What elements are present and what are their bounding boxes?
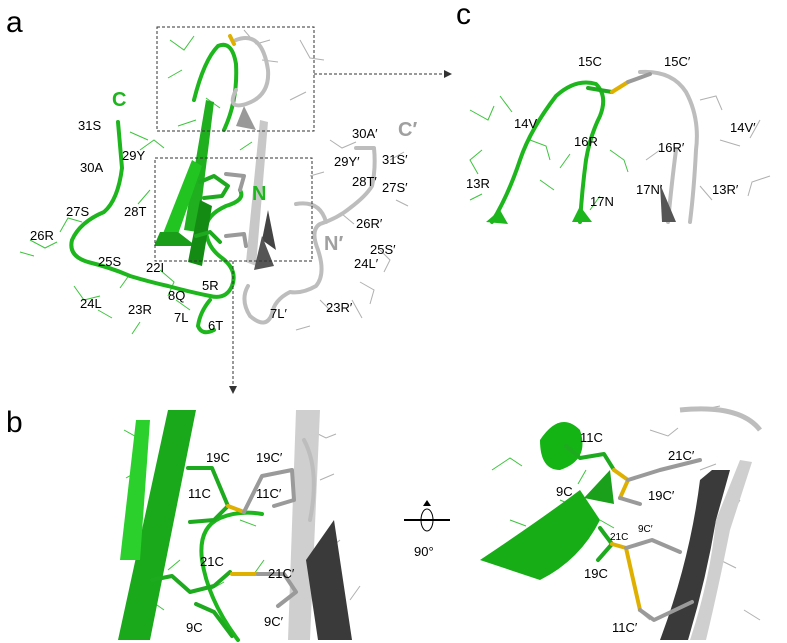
residue-label: 9C′ xyxy=(264,614,284,629)
residue-label: 19C′ xyxy=(648,488,675,503)
arrow-to-c-head xyxy=(444,70,452,78)
residue-label: 14V xyxy=(514,116,537,131)
gray-beta-strand-1 xyxy=(246,120,268,266)
residue-label: 26R′ xyxy=(356,216,383,231)
residue-label: 11C xyxy=(580,430,603,445)
residue-label: 14V′ xyxy=(730,120,756,135)
residue-label: 21C xyxy=(200,554,224,569)
residue-label: 30A xyxy=(80,160,103,175)
residue-label: 21C′ xyxy=(668,448,695,463)
panel-b-right-view: 11C 21C′ 9C 19C′ 21C 9C′ 19C 11C′ xyxy=(480,405,762,640)
residue-label: 28T′ xyxy=(352,174,377,189)
panel-c: c 15C 15C′ 14V 16R 13R 17N 16R′ 14V′ 17N… xyxy=(456,0,771,224)
residue-label: 7L xyxy=(174,310,188,325)
panel-c-gray-loop xyxy=(638,69,699,224)
left-gray-strand-b xyxy=(306,520,352,640)
gray-chain-ribbon xyxy=(230,36,377,325)
zoom-box-c xyxy=(156,26,315,132)
residue-label: 5R xyxy=(202,278,219,293)
left-green-strand-b xyxy=(120,420,150,560)
residue-label: 23R′ xyxy=(326,300,353,315)
green-c-terminus: C xyxy=(112,89,126,111)
residue-label: 8Q xyxy=(168,288,185,303)
panel-b-letter: b xyxy=(6,406,23,439)
residue-label: 11C′ xyxy=(256,486,282,501)
residue-label: 19C xyxy=(584,566,608,581)
residue-label: 9C xyxy=(186,620,203,635)
residue-label: 9C′ xyxy=(638,524,653,535)
residue-label: 11C′ xyxy=(612,620,638,635)
panel-b: b 19C 19C′ 11C 11C′ 21C 21C′ 9C xyxy=(6,405,762,642)
residue-label: 29Y xyxy=(122,148,145,163)
residue-label: 19C′ xyxy=(256,450,283,465)
residue-label: 21C xyxy=(610,532,628,543)
residue-label: 19C xyxy=(206,450,230,465)
green-n-terminus: N xyxy=(252,183,266,205)
green-strand-tip xyxy=(572,206,592,222)
residue-label: 28T xyxy=(124,204,146,219)
residue-label: 6T xyxy=(208,318,223,333)
left-green-strand-a xyxy=(118,410,196,640)
residue-label: 22I xyxy=(146,260,164,275)
panel-a: a C xyxy=(6,6,452,394)
residue-label: 30A′ xyxy=(352,126,378,141)
panel-c-side-chains xyxy=(469,95,771,211)
residue-label: 27S xyxy=(66,204,89,219)
residue-label: 26R xyxy=(30,228,54,243)
arrow-to-b-head xyxy=(229,386,237,394)
residue-label: 17N′ xyxy=(636,182,663,197)
residue-label: 15C′ xyxy=(664,54,691,69)
gray-beta-strand-2 xyxy=(262,210,276,250)
residue-label: 25S′ xyxy=(370,242,396,257)
residue-label: 27S′ xyxy=(382,180,408,195)
gray-beta-strand-4 xyxy=(236,106,256,130)
panel-c-green-loop xyxy=(490,80,606,224)
green-beta-strand-3 xyxy=(154,232,196,246)
panel-b-left-view: 19C 19C′ 11C 11C′ 21C 21C′ 9C 9C′ xyxy=(118,410,361,642)
residue-label: 31S xyxy=(78,118,101,133)
residue-label: 16R xyxy=(574,134,598,149)
residue-label: 29Y′ xyxy=(334,154,360,169)
right-gray-sheet xyxy=(660,470,730,640)
residue-label: 16R′ xyxy=(658,140,685,155)
residue-label: 13R′ xyxy=(712,182,739,197)
rotation-symbol: 90° xyxy=(404,500,450,559)
rotation-label: 90° xyxy=(414,544,434,559)
residue-label: 24L′ xyxy=(354,256,379,271)
panel-a-letter: a xyxy=(6,6,23,39)
gray-n-terminus: N′ xyxy=(324,233,343,255)
residue-label: 21C′ xyxy=(268,566,295,581)
gray-strand-tip xyxy=(660,184,676,222)
panel-c-letter: c xyxy=(456,0,471,31)
residue-label: 17N xyxy=(590,194,614,209)
residue-label: 7L′ xyxy=(270,306,287,321)
right-green-sheet xyxy=(480,490,600,580)
green-beta-strand-2 xyxy=(162,160,202,240)
residue-label: 31S′ xyxy=(382,152,408,167)
residue-label: 15C xyxy=(578,54,602,69)
residue-label: 9C xyxy=(556,484,573,499)
residue-label: 11C xyxy=(188,486,211,501)
residue-label: 25S xyxy=(98,254,121,269)
residue-label: 13R xyxy=(466,176,490,191)
residue-label: 23R xyxy=(128,302,152,317)
gray-c-terminus: C′ xyxy=(398,119,417,141)
green-strand-tip xyxy=(486,210,508,224)
residue-label: 24L xyxy=(80,296,102,311)
